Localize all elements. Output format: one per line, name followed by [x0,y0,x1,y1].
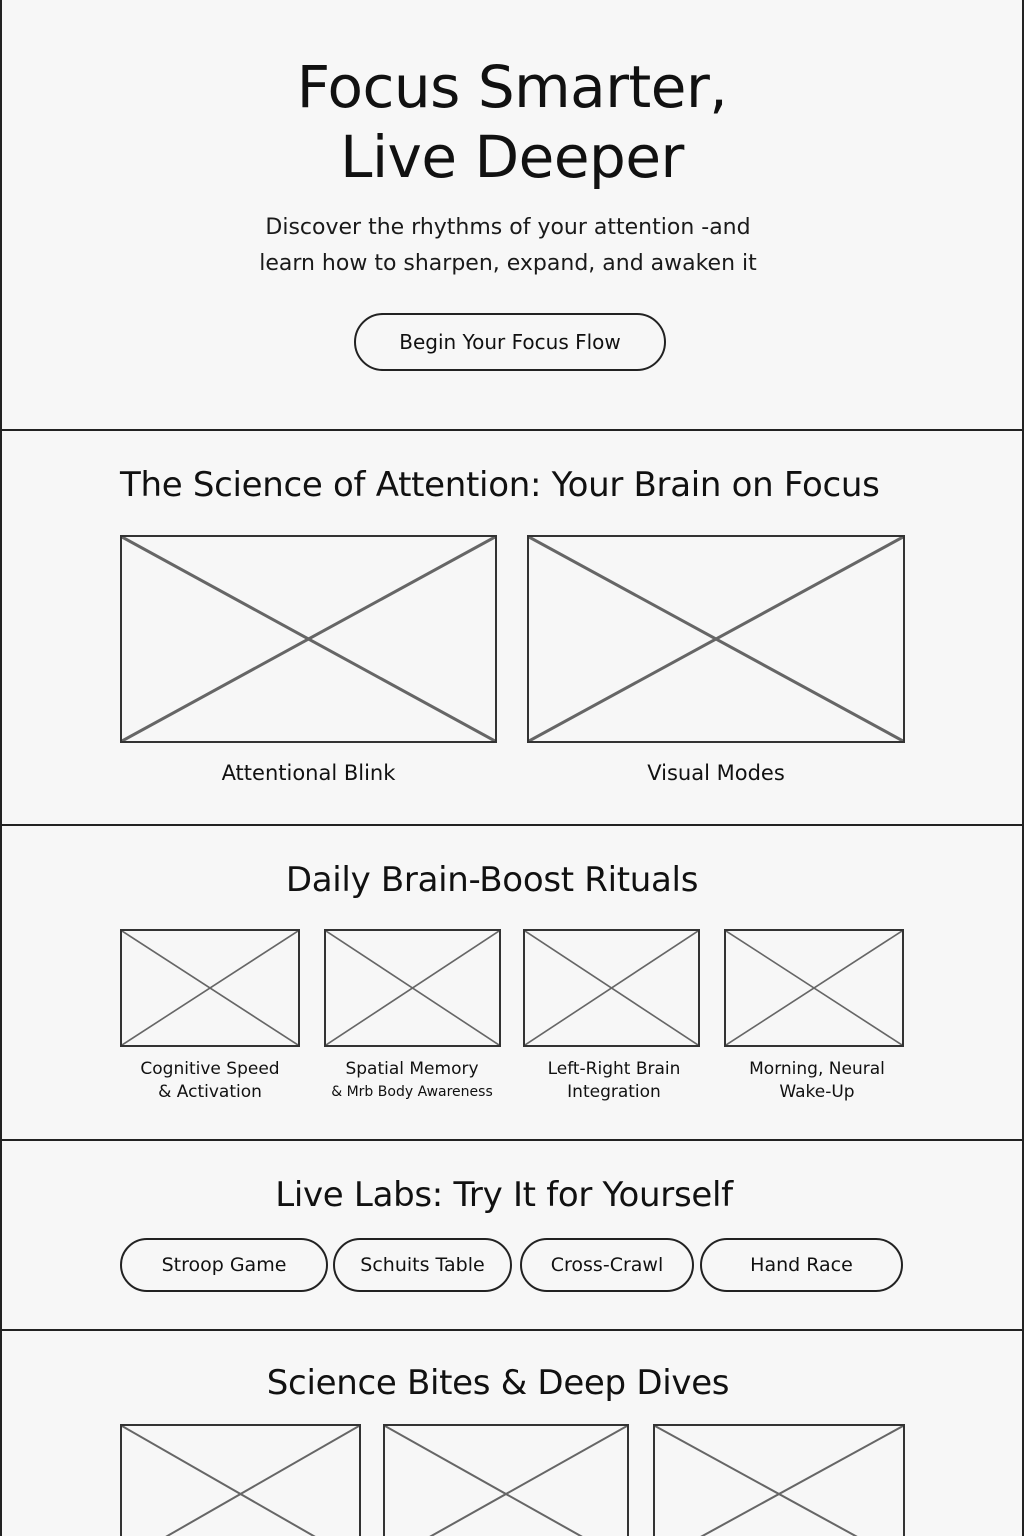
spatial-memory-image-placeholder[interactable] [324,929,501,1047]
hero-subtitle: Discover the rhythms of your attention -… [0,210,1016,282]
morning-neural-caption: Morning, Neural Wake-Up [717,1058,917,1104]
spatial-memory-caption-line-1: Spatial Memory [345,1059,479,1079]
live-labs-section: Live Labs: Try It for Yourself Stroop Ga… [0,1141,1024,1331]
science-bites-section: Science Bites & Deep Dives [0,1331,1024,1536]
left-right-brain-caption: Left-Right Brain Integration [514,1058,714,1104]
spatial-memory-caption-line-2: & Mrb Body Awareness [331,1084,493,1100]
morning-neural-image-placeholder[interactable] [724,929,904,1047]
cognitive-speed-image-placeholder[interactable] [120,929,300,1047]
hero-subtitle-line-1: Discover the rhythms of your attention -… [265,215,751,240]
hero-title-line-2: Live Deeper [340,123,684,191]
morning-neural-caption-line-2: Wake-Up [779,1082,855,1102]
begin-focus-flow-button[interactable]: Begin Your Focus Flow [354,313,666,371]
rituals-section: Daily Brain-Boost Rituals Cognitive Spee… [0,826,1024,1141]
visual-modes-caption: Visual Modes [647,761,785,785]
hero-title-line-1: Focus Smarter, [296,53,728,121]
spatial-memory-caption: Spatial Memory & Mrb Body Awareness [312,1058,512,1104]
science-section: The Science of Attention: Your Brain on … [0,431,1024,826]
attentional-blink-caption: Attentional Blink [221,761,396,785]
left-right-brain-caption-line-1: Left-Right Brain [547,1059,681,1079]
hero-subtitle-line-2: learn how to sharpen, expand, and awaken… [259,251,757,276]
attentional-blink-image-placeholder[interactable] [120,535,497,743]
science-bites-section-title: Science Bites & Deep Dives [266,1363,730,1403]
science-bite-image-placeholder-3[interactable] [653,1424,905,1536]
left-right-brain-image-placeholder[interactable] [523,929,700,1047]
science-bite-image-placeholder-2[interactable] [383,1424,629,1536]
cognitive-speed-caption: Cognitive Speed & Activation [110,1058,310,1104]
rituals-section-title: Daily Brain-Boost Rituals [285,860,699,900]
cross-crawl-button[interactable]: Cross-Crawl [520,1238,694,1292]
visual-modes-image-placeholder[interactable] [527,535,905,743]
morning-neural-caption-line-1: Morning, Neural [749,1059,885,1079]
science-section-title: The Science of Attention: Your Brain on … [120,465,880,505]
hero-section: Focus Smarter, Live Deeper Discover the … [0,0,1024,431]
schuits-table-button[interactable]: Schuits Table [333,1238,512,1292]
science-bite-image-placeholder-1[interactable] [120,1424,361,1536]
live-labs-section-title: Live Labs: Try It for Yourself [275,1175,733,1215]
cognitive-speed-caption-line-1: Cognitive Speed [140,1059,280,1079]
hero-title: Focus Smarter, Live Deeper [0,52,1024,192]
cognitive-speed-caption-line-2: & Activation [158,1082,262,1102]
hand-race-button[interactable]: Hand Race [700,1238,903,1292]
stroop-game-button[interactable]: Stroop Game [120,1238,328,1292]
left-right-brain-caption-line-2: Integration [567,1082,661,1102]
